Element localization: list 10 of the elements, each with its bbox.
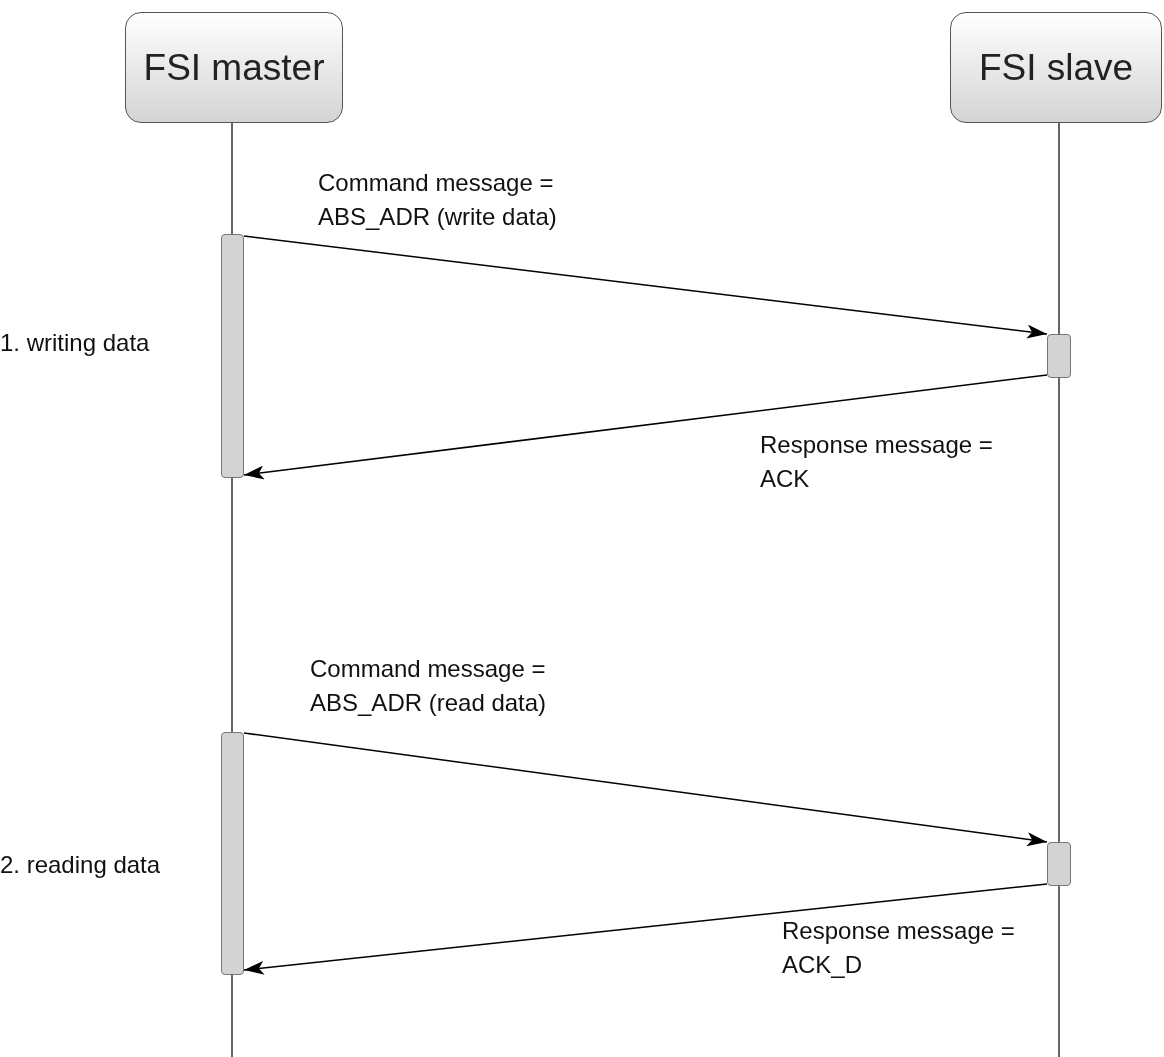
- message-arrow: [243, 732, 1048, 847]
- activation-bar: [1047, 334, 1071, 378]
- message-arrow: [243, 235, 1048, 339]
- activation-bar: [221, 732, 244, 975]
- activation-bar: [221, 234, 244, 478]
- participant-box: FSI slave: [950, 12, 1162, 123]
- activation-bar: [1047, 842, 1071, 886]
- message-arrow: [243, 883, 1048, 975]
- message-arrow: [243, 374, 1048, 480]
- participant-box: FSI master: [125, 12, 343, 123]
